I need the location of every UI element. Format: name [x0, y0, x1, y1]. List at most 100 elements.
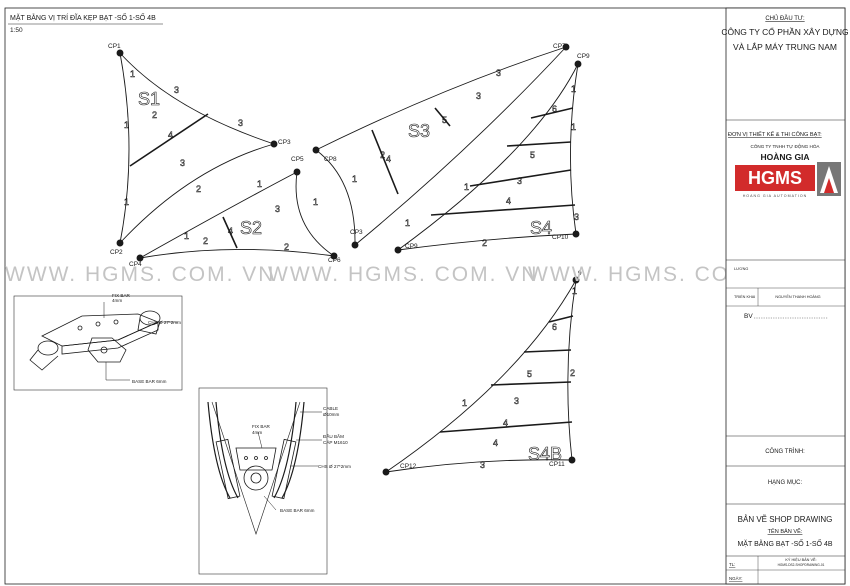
svg-text:2: 2	[380, 150, 385, 160]
point-cp3: CP3	[278, 139, 291, 146]
svg-text:2: 2	[482, 238, 487, 248]
date-label: NGÀY:	[729, 576, 742, 581]
svg-text:3: 3	[275, 204, 280, 214]
svg-text:4: 4	[168, 130, 173, 140]
watermark-2: WWW. HGMS. COM. VN	[268, 263, 538, 286]
top-base-bar-label: BASE BAR 6mm	[132, 379, 167, 384]
svg-text:Ø10mm: Ø10mm	[323, 412, 340, 417]
point-cp11: CP11	[549, 461, 565, 468]
svg-text:4: 4	[506, 196, 511, 206]
point-cp12: CP12	[400, 463, 417, 470]
svg-text:4: 4	[493, 438, 498, 448]
point-cp7: CP7	[553, 43, 566, 50]
drawing-name-label: TÊN BẢN VẼ:	[768, 527, 803, 535]
watermark-1: WWW. HGMS. COM. VN	[5, 263, 275, 286]
scale-label: 1:50	[10, 27, 23, 34]
row-drawn-name: NGUYỄN THANH HOÀNG	[775, 294, 820, 299]
svg-text:1: 1	[313, 197, 318, 207]
sail-label-s1: S1	[138, 89, 160, 109]
hgms-logo: HGMS HOANG GIA AUTOMATION	[735, 162, 841, 198]
point-labels: CP1 CP2 CP3 CP4 CP5 CP6 CP7 CP8 CP3 CP9 …	[108, 43, 590, 470]
sail-s2	[136, 168, 338, 262]
point-cp6: CP6	[328, 257, 341, 264]
svg-text:3: 3	[180, 158, 185, 168]
watermark-layer: WWW. HGMS. COM. VN WWW. HGMS. COM. VN WW…	[5, 263, 796, 286]
svg-text:CÁP M1610: CÁP M1610	[323, 439, 348, 445]
detail-plate-bottom: CABLE Ø10mm FIX BAR 4mm ĐẦU BẮM CÁP M161…	[198, 387, 351, 575]
drawing-type: BẢN VẼ SHOP DRAWING	[738, 515, 833, 524]
point-cp10: CP10	[552, 234, 569, 241]
svg-text:1: 1	[257, 179, 262, 189]
svg-text:5: 5	[442, 115, 447, 125]
sail-label-s2: S2	[240, 218, 262, 238]
detail-plate-top: FIX BAR 4mm CHS Ø 27*2mm BASE BAR 6mm	[13, 293, 183, 391]
owner-label: CHỦ ĐẦU TƯ:	[765, 15, 805, 22]
bottom-base-bar-label: BASE BAR 6mm	[280, 508, 315, 513]
svg-text:1: 1	[572, 286, 577, 296]
title-block: CHỦ ĐẦU TƯ: CÔNG TY CỔ PHẦN XÂY DỰNG VÀ …	[721, 7, 849, 585]
point-cp9b: CP9	[405, 243, 418, 250]
svg-text:1: 1	[184, 231, 189, 241]
point-cp9: CP9	[577, 53, 590, 60]
svg-text:5: 5	[527, 369, 532, 379]
sail-labels: S1 S2 S3 S4 S4B	[138, 89, 563, 465]
point-cp5: CP5	[291, 156, 304, 163]
bottom-chs-label: CHS Ø 27*2mm	[318, 464, 351, 469]
bottom-cable-label: CABLE	[323, 406, 338, 411]
svg-text:1: 1	[462, 398, 467, 408]
owner-line1: CÔNG TY CỔ PHẦN XÂY DỰNG	[721, 26, 848, 37]
sail-label-s4b: S4B	[528, 444, 562, 464]
svg-text:2: 2	[196, 184, 201, 194]
designer-name: HOÀNG GIA	[760, 152, 809, 162]
svg-text:1: 1	[352, 174, 357, 184]
svg-text:3: 3	[480, 460, 485, 470]
sail-s4	[394, 60, 582, 254]
sail-s3	[312, 43, 570, 249]
svg-text:3: 3	[514, 396, 519, 406]
sail-label-s4: S4	[530, 218, 552, 238]
svg-text:1: 1	[464, 182, 469, 192]
point-9: 9	[578, 270, 582, 277]
sail-label-s3: S3	[408, 121, 430, 141]
point-cp1: CP1	[108, 43, 121, 50]
bottom-fix-bar-label: FIX BAR	[252, 424, 271, 429]
project-label: CÔNG TRÌNH:	[765, 448, 805, 455]
svg-text:1: 1	[571, 84, 576, 94]
svg-text:6: 6	[552, 322, 557, 332]
svg-text:4: 4	[228, 226, 233, 236]
point-cp2: CP2	[110, 249, 123, 256]
top-chs-label: CHS Ø 27*2mm	[148, 320, 181, 325]
svg-text:3: 3	[574, 212, 579, 222]
svg-text:3: 3	[496, 68, 501, 78]
zone-numbers: 1 1 1 2 2 3 3 3 4 1 1 1 2 2 3 4 1 1 1 2 …	[124, 68, 580, 471]
svg-text:2: 2	[570, 368, 575, 378]
bottom-clamp-label: ĐẦU BẮM	[323, 432, 344, 439]
logo-text: HGMS	[748, 168, 802, 188]
point-cp8: CP8	[324, 156, 337, 163]
svg-text:1: 1	[124, 197, 129, 207]
svg-text:2: 2	[152, 110, 157, 120]
svg-text:2: 2	[203, 236, 208, 246]
drawing-name: MẶT BẰNG BẠT -SỐ 1-SỐ 4B	[737, 538, 832, 548]
row-designed: LƯƠNG	[734, 267, 748, 271]
svg-text:1: 1	[405, 218, 410, 228]
svg-text:3: 3	[517, 176, 522, 186]
sheet-code: HGMS-DS2-SHOPDRAWING-01	[778, 563, 825, 567]
svg-text:5: 5	[530, 150, 535, 160]
svg-text:3: 3	[238, 118, 243, 128]
svg-text:1: 1	[130, 69, 135, 79]
logo-sub: HOANG GIA AUTOMATION	[743, 194, 808, 198]
sail-s4b	[382, 276, 580, 476]
tl-label: TL:	[729, 562, 735, 567]
header-title: MẶT BẰNG VỊ TRÍ ĐĨA KẸP BẠT -SỐ 1-SỐ 4B	[10, 12, 156, 22]
svg-text:1: 1	[124, 120, 129, 130]
owner-line2: VÀ LẮP MÁY TRUNG NAM	[733, 42, 837, 52]
svg-text:3: 3	[476, 91, 481, 101]
sail-s1	[116, 49, 278, 247]
row-checked: BV	[744, 313, 753, 320]
item-label: HẠNG MỤC:	[768, 480, 803, 486]
svg-text:4mm: 4mm	[252, 430, 262, 435]
point-cp3b: CP3	[350, 229, 363, 236]
svg-text:2: 2	[284, 242, 289, 252]
designer-label: ĐƠN VỊ THIẾT KẾ & THI CÔNG BẠT:	[728, 131, 822, 138]
